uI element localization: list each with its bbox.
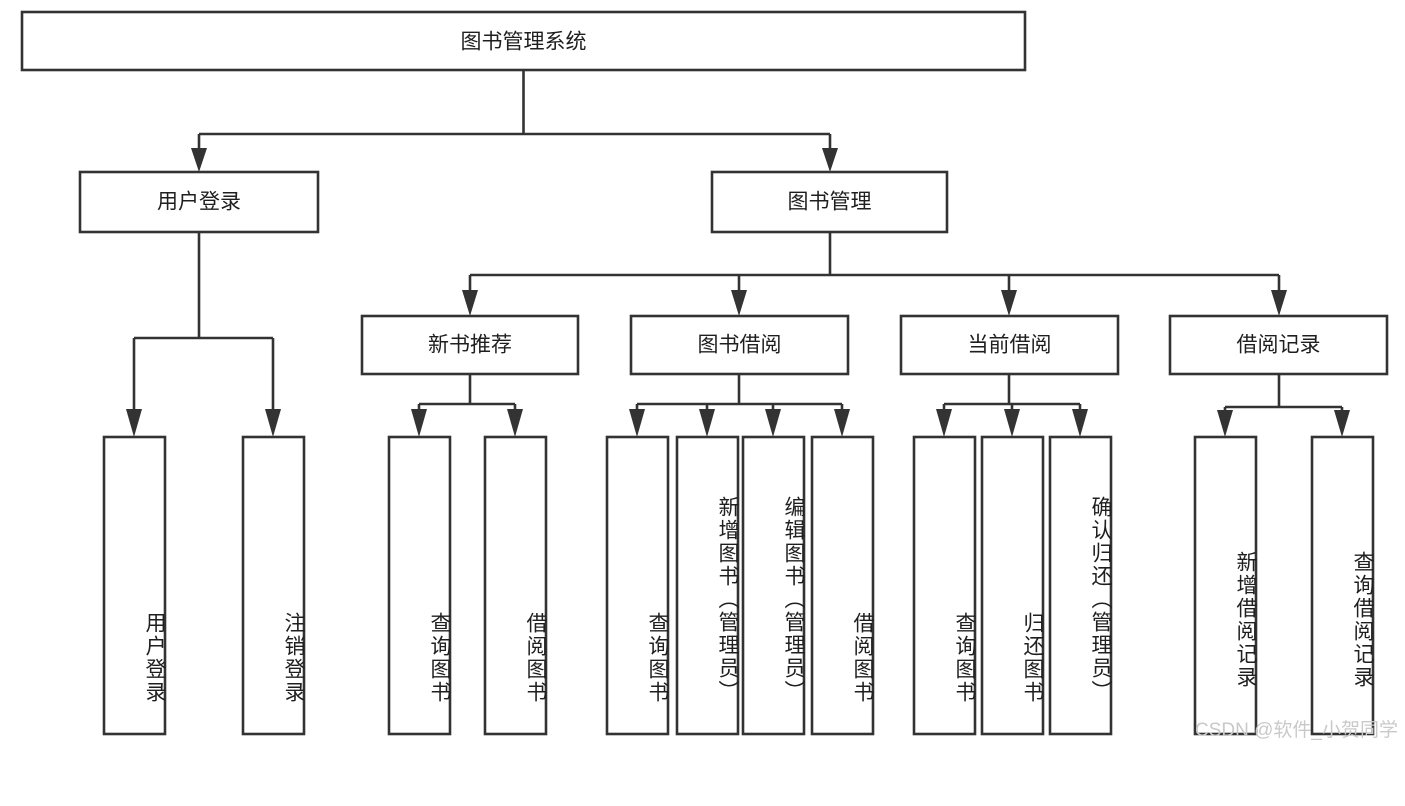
arrow-head-leaf-confirm-return (1072, 409, 1088, 437)
connector-layer (126, 70, 1350, 437)
arrow-head-new-book-rec (462, 290, 478, 316)
arrow-head-current-borrow (1001, 290, 1017, 316)
csdn-watermark: CSDN @软件_小贺同学 (1195, 719, 1398, 741)
node-leaf-edit-book-box[interactable] (741, 435, 806, 736)
arrow-head-leaf-edit-book (765, 409, 781, 437)
arrow-head-leaf-query-book-3 (936, 409, 952, 437)
arrow-head-leaf-borrow-book-2 (834, 409, 850, 437)
node-leaf-query-book-1-box[interactable] (387, 435, 452, 736)
node-borrow-record-box[interactable] (1168, 314, 1389, 376)
node-leaf-user-logout-box[interactable] (241, 435, 306, 736)
node-current-borrow-label: 当前借阅 (968, 334, 1052, 357)
arrow-head-leaf-return-book (1004, 409, 1020, 437)
node-leaf-add-book-box[interactable] (675, 435, 740, 736)
node-book-manage-label: 图书管理 (788, 191, 872, 214)
arrow-head-leaf-query-book-1 (411, 409, 427, 437)
diagram-canvas: 图书管理系统 用户登录 图书管理 新书推荐 图书借阅 当前借阅 借阅记录 (20, 10, 1398, 741)
arrow-head-leaf-query-book-2 (629, 409, 645, 437)
node-root-box[interactable] (20, 10, 1027, 72)
node-leaf-query-book-3-box[interactable] (912, 435, 977, 736)
node-current-borrow-box[interactable] (899, 314, 1120, 376)
node-book-borrow-label: 图书借阅 (698, 334, 782, 357)
arrow-head-user-login (191, 148, 207, 172)
node-leaf-return-book-box[interactable] (980, 435, 1045, 736)
node-book-borrow-box[interactable] (629, 314, 850, 376)
arrow-head-leaf-user-login (126, 409, 142, 437)
flowchart-svg: 图书管理系统 用户登录 图书管理 新书推荐 图书借阅 当前借阅 借阅记录 (20, 10, 1398, 741)
node-leaf-query-record-box[interactable] (1310, 435, 1375, 736)
arrow-head-leaf-add-book (699, 409, 715, 437)
node-leaf-borrow-book-2-box[interactable] (810, 435, 875, 736)
node-leaf-confirm-return-box[interactable] (1048, 435, 1113, 736)
node-leaf-query-book-2-box[interactable] (605, 435, 670, 736)
node-root-label: 图书管理系统 (461, 31, 587, 54)
node-user-login-label: 用户登录 (157, 191, 241, 214)
arrow-head-book-manage (822, 148, 838, 172)
node-borrow-record-label: 借阅记录 (1237, 334, 1321, 357)
arrow-head-leaf-add-record (1217, 410, 1233, 437)
node-new-book-rec-box[interactable] (360, 314, 580, 376)
node-user-login-box[interactable] (78, 170, 320, 234)
arrow-head-borrow-record (1271, 290, 1287, 316)
node-book-manage-box[interactable] (710, 170, 949, 234)
arrow-head-leaf-query-record (1334, 410, 1350, 437)
node-layer: 图书管理系统 用户登录 图书管理 新书推荐 图书借阅 当前借阅 借阅记录 (20, 10, 1389, 736)
node-leaf-borrow-book-1-box[interactable] (483, 435, 548, 736)
arrow-head-book-borrow (731, 290, 747, 316)
arrow-head-leaf-borrow-book-1 (507, 409, 523, 437)
node-new-book-rec-label: 新书推荐 (428, 334, 512, 357)
arrow-head-leaf-user-logout (265, 409, 281, 437)
node-leaf-add-record-box[interactable] (1193, 435, 1258, 736)
node-leaf-user-login-box[interactable] (102, 435, 167, 736)
